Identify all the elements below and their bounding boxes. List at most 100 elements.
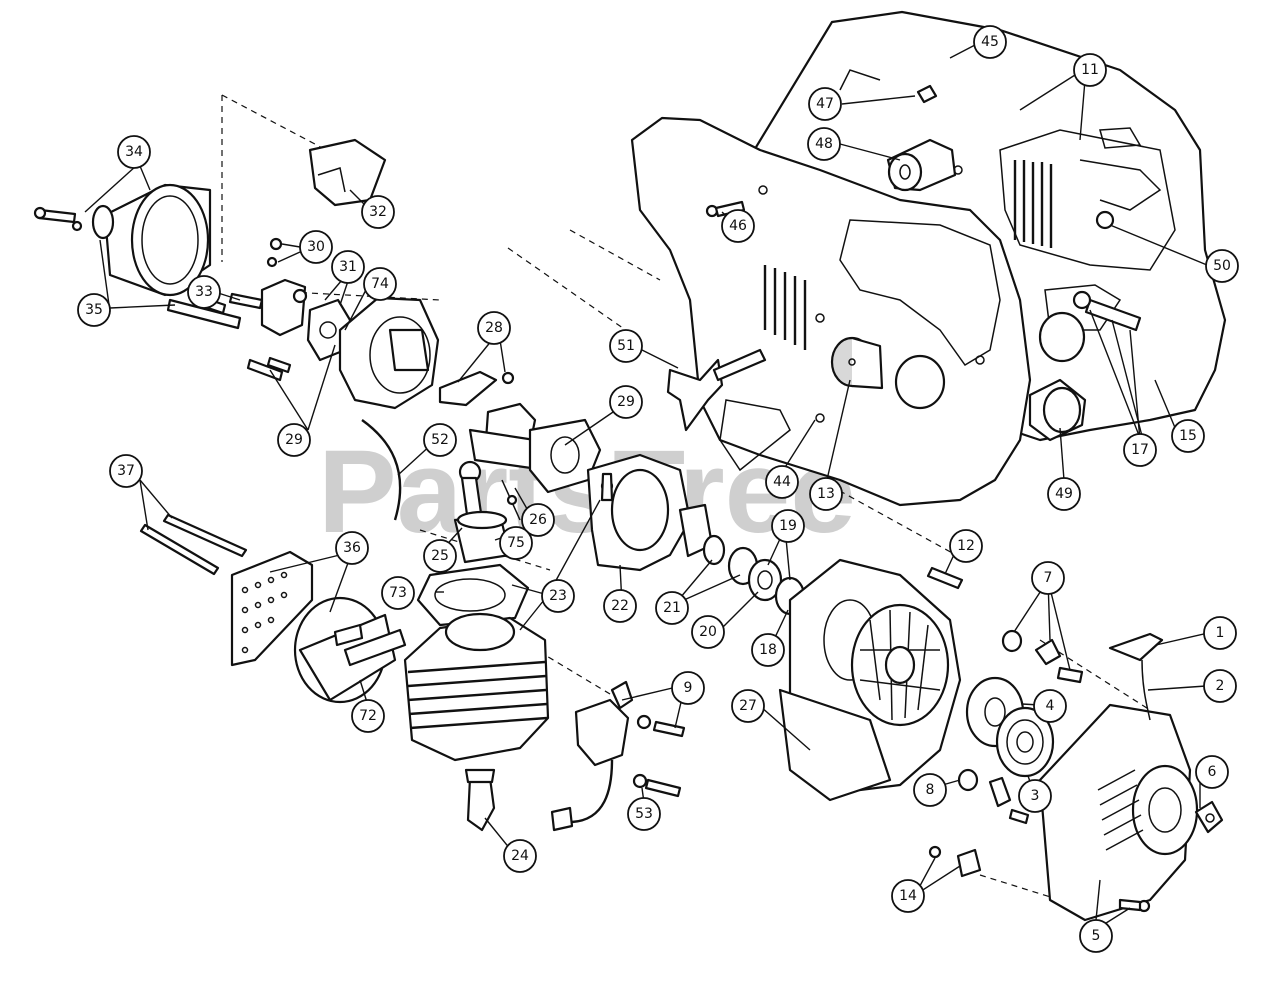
callout-75: 75 — [499, 526, 533, 560]
callout-label: 45 — [981, 34, 999, 50]
callout-label: 33 — [195, 284, 213, 300]
gear-13 — [830, 336, 884, 390]
callout-label: 15 — [1179, 428, 1197, 444]
callout-label: 22 — [611, 598, 629, 614]
callout-label: 75 — [507, 535, 525, 551]
callout-label: 29 — [617, 394, 635, 410]
callout-label: 47 — [816, 96, 834, 112]
leader-lines — [84, 44, 1209, 931]
small-parts-26 — [501, 479, 521, 521]
callout-label: 72 — [359, 708, 377, 724]
callout-label: 14 — [899, 888, 917, 904]
callout-14: 14 — [891, 879, 925, 913]
recoil-spring-3 — [995, 706, 1055, 778]
cylinder-23 — [403, 612, 550, 762]
callout-label: 17 — [1131, 442, 1149, 458]
callout-32: 32 — [361, 195, 395, 229]
callout-72: 72 — [351, 699, 385, 733]
callout-13: 13 — [809, 477, 843, 511]
intake-manifold-29 — [468, 402, 602, 494]
callout-label: 13 — [817, 486, 835, 502]
callout-label: 35 — [85, 302, 103, 318]
connecting-rod-25 — [453, 460, 512, 564]
callout-label: 29 — [285, 432, 303, 448]
housing-vents-right — [1013, 160, 1053, 248]
clip-14 — [928, 845, 982, 878]
callout-label: 25 — [431, 548, 449, 564]
callout-label: 18 — [759, 642, 777, 658]
callout-label: 46 — [729, 218, 747, 234]
callout-19: 19 — [771, 509, 805, 543]
callout-5: 5 — [1079, 919, 1113, 953]
callout-15: 15 — [1171, 419, 1205, 453]
callout-label: 6 — [1208, 764, 1217, 780]
callout-18: 18 — [751, 633, 785, 667]
callout-label: 51 — [617, 338, 635, 354]
callout-50: 50 — [1205, 249, 1239, 283]
muffler-plate-holes — [241, 571, 288, 654]
callout-26: 26 — [521, 503, 555, 537]
callout-label: 12 — [957, 538, 975, 554]
callout-51: 51 — [609, 329, 643, 363]
callout-21: 21 — [655, 591, 689, 625]
callout-label: 74 — [371, 276, 389, 292]
callout-17: 17 — [1123, 433, 1157, 467]
starter-housing-5 — [1038, 703, 1199, 922]
housing-vents-left — [763, 265, 807, 350]
bracket-28 — [438, 370, 515, 407]
callout-6: 6 — [1195, 755, 1229, 789]
callout-48: 48 — [807, 127, 841, 161]
bushing-49 — [1028, 378, 1087, 442]
callout-label: 8 — [926, 782, 935, 798]
callout-label: 1 — [1216, 625, 1225, 641]
callout-36: 36 — [335, 531, 369, 565]
callout-label: 27 — [739, 698, 757, 714]
callout-45: 45 — [973, 25, 1007, 59]
callout-3: 3 — [1018, 779, 1052, 813]
callout-label: 37 — [117, 463, 135, 479]
callout-label: 34 — [125, 144, 143, 160]
callout-37: 37 — [109, 454, 143, 488]
callout-label: 5 — [1092, 928, 1101, 944]
callout-4: 4 — [1033, 689, 1067, 723]
washer-8 — [957, 768, 1030, 825]
screw-53 — [632, 773, 682, 798]
spark-plug-24 — [464, 768, 496, 832]
callout-label: 21 — [663, 600, 681, 616]
flywheel-fan — [850, 603, 950, 727]
pawl-parts-7 — [1001, 629, 1084, 684]
callout-label: 2 — [1216, 678, 1225, 694]
clip-47 — [916, 84, 938, 104]
callout-25: 25 — [423, 539, 457, 573]
callout-52: 52 — [423, 423, 457, 457]
callout-label: 53 — [635, 806, 653, 822]
callout-7: 7 — [1031, 561, 1065, 595]
callout-label: 23 — [549, 588, 567, 604]
starter-handle-1 — [1108, 632, 1164, 721]
callout-24: 24 — [503, 839, 537, 873]
nut-6 — [1194, 800, 1224, 834]
rubber-bushing-48 — [886, 138, 957, 192]
callout-44: 44 — [765, 465, 799, 499]
callout-label: 48 — [815, 136, 833, 152]
carburetor-31 — [260, 237, 308, 337]
callout-20: 20 — [691, 615, 725, 649]
callout-30: 30 — [299, 230, 333, 264]
callout-23: 23 — [541, 579, 575, 613]
callout-label: 20 — [699, 624, 717, 640]
screw-33 — [228, 292, 264, 310]
bushing-in-housing — [894, 311, 1086, 410]
callout-35: 35 — [77, 293, 111, 327]
callout-label: 3 — [1031, 788, 1040, 804]
callout-label: 19 — [779, 518, 797, 534]
gasket-73 — [416, 563, 530, 627]
callout-27: 27 — [731, 689, 765, 723]
callout-label: 52 — [431, 432, 449, 448]
callout-label: 50 — [1213, 258, 1231, 274]
ignition-coil-9 — [550, 680, 686, 832]
screw-12 — [926, 566, 964, 590]
callout-label: 9 — [684, 680, 693, 696]
callout-label: 31 — [339, 259, 357, 275]
spider-51 — [666, 348, 767, 432]
callout-label: 26 — [529, 512, 547, 528]
